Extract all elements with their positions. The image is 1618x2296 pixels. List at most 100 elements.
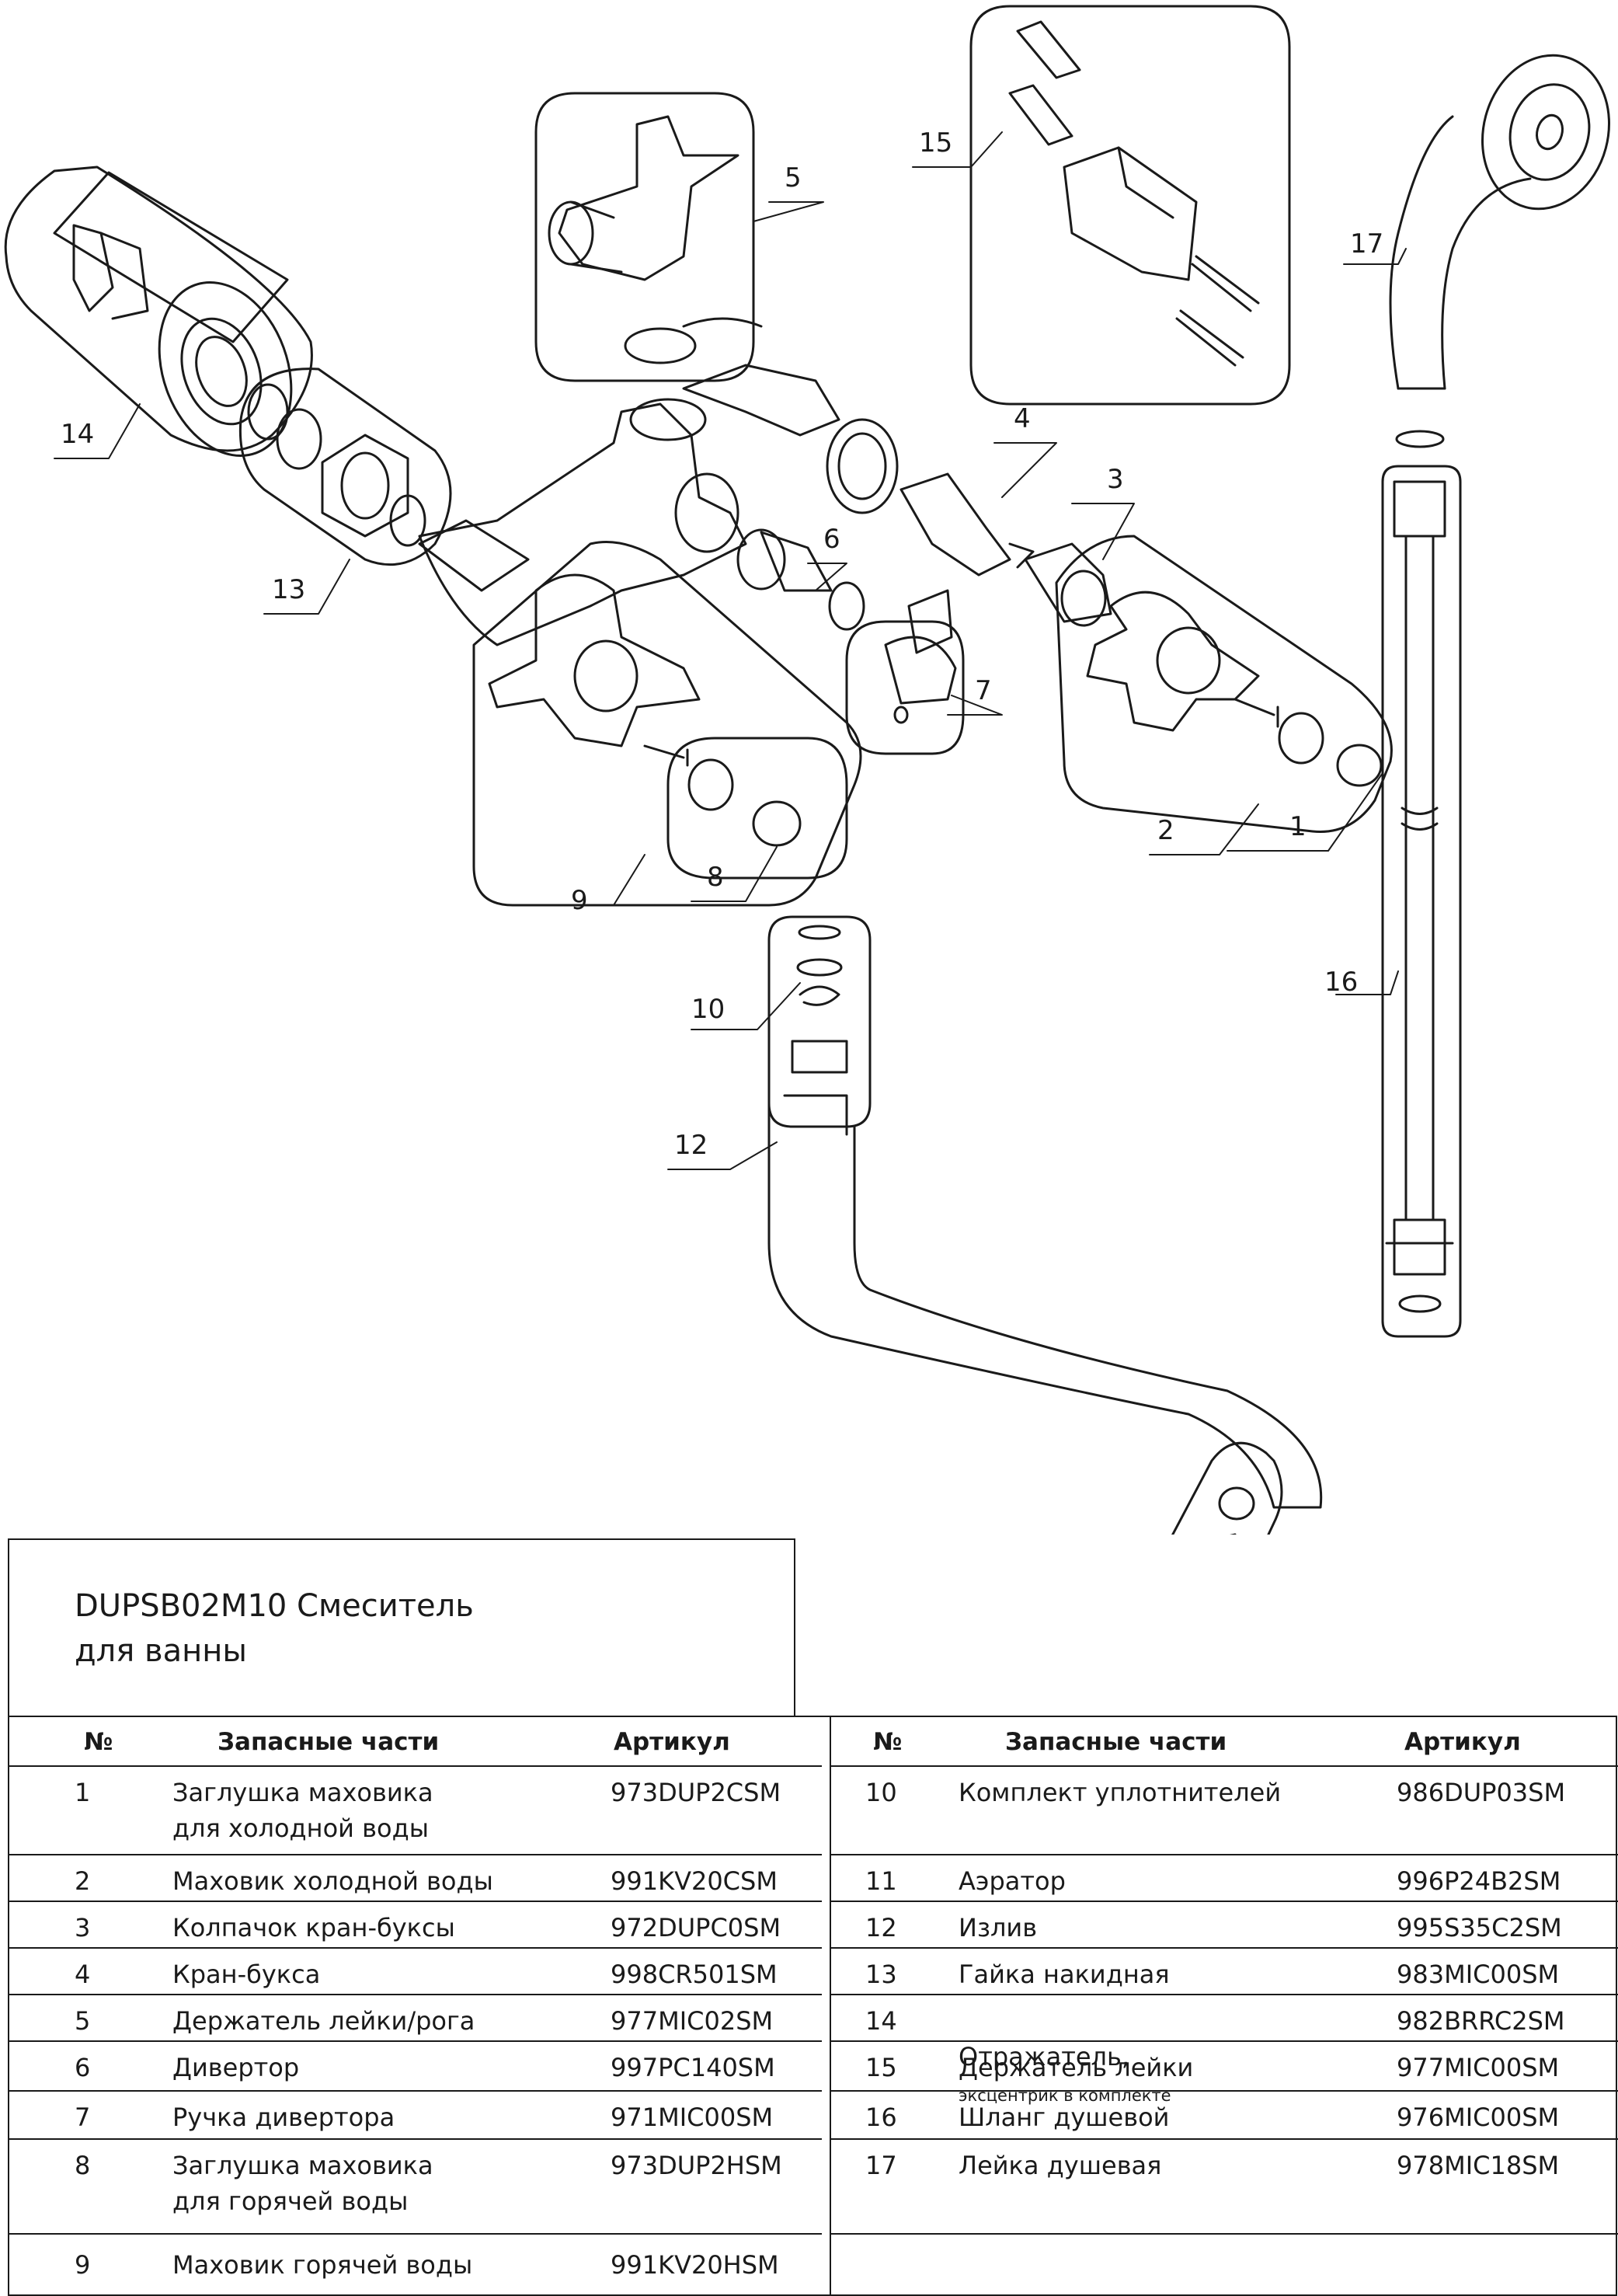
- row-article: 996P24B2SM: [1397, 1866, 1561, 1896]
- callout-7: 7: [975, 675, 992, 706]
- callout-4: 4: [1014, 403, 1031, 434]
- row-num: 11: [865, 1866, 897, 1896]
- table-column-right: № Запасные части Артикул 10 Комплект упл…: [831, 1717, 1618, 2294]
- table-row: 7 Ручка дивертора 971MIC00SM: [9, 2092, 822, 2140]
- row-name: Заглушка маховика для холодной воды: [172, 1778, 433, 1843]
- row-divider: [831, 2138, 1618, 2140]
- callout-17: 17: [1350, 228, 1383, 260]
- row-num: 9: [75, 2250, 91, 2280]
- row-num: 2: [75, 1866, 91, 1896]
- callout-10: 10: [691, 994, 725, 1025]
- row-article: 978MIC18SM: [1397, 2151, 1560, 2180]
- row-name: Излив: [959, 1913, 1038, 1942]
- row-divider: [9, 1901, 822, 1902]
- row-name: Лейка душевая: [959, 2151, 1162, 2180]
- row-name: Держатель лейки/рога: [172, 2006, 475, 2036]
- row-article: 997PC140SM: [611, 2053, 775, 2082]
- callout-labels: 1 2 3 4 5 6 7 8 9 10 11 12 13 14 15 16 1…: [61, 127, 1383, 1161]
- row-article: 995S35C2SM: [1397, 1913, 1562, 1942]
- row-num: 16: [865, 2103, 897, 2132]
- diverter-group-6-7: [736, 528, 965, 755]
- row-article: 973DUP2HSM: [611, 2151, 782, 2180]
- header-num: №: [84, 1728, 113, 1756]
- row-article: 991KV20HSM: [611, 2250, 779, 2280]
- holder-group-5: [534, 92, 755, 382]
- row-num: 17: [865, 2151, 897, 2180]
- row-name: Аэратор: [959, 1866, 1066, 1896]
- table-row: 16 Шланг душевой 976MIC00SM: [831, 2092, 1618, 2140]
- row-num: 14: [865, 2006, 897, 2036]
- table-row: 11 Аэратор 996P24B2SM: [831, 1855, 1618, 1902]
- reflector-group-14: [4, 165, 313, 457]
- row-divider: [9, 2090, 822, 2092]
- row-article: 971MIC00SM: [611, 2103, 774, 2132]
- row-name: Комплект уплотнителей: [959, 1778, 1282, 1807]
- row-num: 4: [75, 1960, 91, 1989]
- product-title-line-2: для ванны: [75, 1633, 247, 1669]
- union-nut-group-13: [238, 368, 452, 566]
- row-num: 8: [75, 2151, 91, 2180]
- row-article: 983MIC00SM: [1397, 1960, 1560, 1989]
- row-name: Ручка дивертора: [172, 2103, 395, 2132]
- table-row: 10 Комплект уплотнителей 986DUP03SM: [831, 1767, 1618, 1855]
- row-divider: [831, 1901, 1618, 1902]
- row-num: 15: [865, 2053, 897, 2082]
- table-row: 6 Дивертор 997PC140SM: [9, 2042, 822, 2092]
- row-num: 5: [75, 2006, 91, 2036]
- row-divider: [9, 2233, 822, 2235]
- header-name: Запасные части: [217, 1728, 440, 1756]
- row-divider: [9, 2040, 822, 2042]
- shower-head-group-17: [1389, 54, 1610, 390]
- cold-handwheel-group-2: [1055, 535, 1393, 833]
- row-num: 10: [865, 1778, 897, 1807]
- callout-14: 14: [61, 419, 94, 450]
- row-name: Колпачок кран-буксы: [172, 1913, 455, 1942]
- row-article: 977MIC02SM: [611, 2006, 774, 2036]
- callout-9: 9: [571, 885, 588, 916]
- row-name: Заглушка маховика для горячей воды: [172, 2151, 433, 2216]
- table-row: 9 Маховик горячей воды 991KV20HSM: [9, 2235, 822, 2296]
- exploded-parts-diagram: 1 2 3 4 5 6 7 8 9 10 11 12 13 14 15 16 1…: [4, 5, 1610, 1535]
- table-column-left: № Запасные части Артикул 1 Заглушка махо…: [9, 1717, 822, 2294]
- header-divider: [9, 1765, 822, 1767]
- row-divider: [831, 2233, 1618, 2235]
- row-name: Кран-букса: [172, 1960, 321, 1989]
- table-row: 13 Гайка накидная 983MIC00SM: [831, 1949, 1618, 1995]
- mixer-body: [418, 317, 899, 646]
- table-row: 3 Колпачок кран-буксы 972DUPC0SM: [9, 1902, 822, 1949]
- row-name: Маховик холодной воды: [172, 1866, 493, 1896]
- table-row: 4 Кран-букса 998CR501SM: [9, 1949, 822, 1995]
- row-article: 977MIC00SM: [1397, 2053, 1560, 2082]
- row-note: эксцентрик в комплекте: [959, 2086, 1171, 2105]
- row-num: 1: [75, 1778, 91, 1807]
- row-divider: [9, 1994, 822, 1995]
- row-num: 3: [75, 1913, 91, 1942]
- table-row: 1 Заглушка маховика для холодной воды 97…: [9, 1767, 822, 1855]
- hot-handwheel-group-9: [472, 541, 862, 907]
- row-divider: [831, 1994, 1618, 1995]
- title-box: DUPSB02M10 Смеситель для ванны: [8, 1538, 795, 1716]
- callout-5: 5: [785, 162, 802, 193]
- header-name: Запасные части: [1005, 1728, 1227, 1756]
- row-num: 12: [865, 1913, 897, 1942]
- row-article: 972DUPC0SM: [611, 1913, 781, 1942]
- row-divider: [9, 2138, 822, 2140]
- row-divider: [9, 1854, 822, 1855]
- row-article: 986DUP03SM: [1397, 1778, 1566, 1807]
- callout-6: 6: [823, 524, 840, 555]
- row-name: Отражатель, эксцентрик в комплекте: [959, 2003, 1171, 2113]
- header-divider: [831, 1765, 1618, 1767]
- row-name: Маховик горячей воды: [172, 2250, 473, 2280]
- table-row: 8 Заглушка маховика для горячей воды 973…: [9, 2140, 822, 2235]
- row-divider: [831, 1854, 1618, 1855]
- row-num: 13: [865, 1960, 897, 1989]
- callout-13: 13: [272, 574, 305, 605]
- table-row: 12 Излив 995S35C2SM: [831, 1902, 1618, 1949]
- row-article: 976MIC00SM: [1397, 2103, 1560, 2132]
- row-divider: [831, 2040, 1618, 2042]
- product-title-line-1: DUPSB02M10 Смеситель: [75, 1588, 474, 1624]
- header-article: Артикул: [1404, 1728, 1521, 1756]
- header-num: №: [873, 1728, 903, 1756]
- table-row: 5 Держатель лейки/рога 977MIC02SM: [9, 1995, 822, 2042]
- callout-12: 12: [674, 1130, 708, 1161]
